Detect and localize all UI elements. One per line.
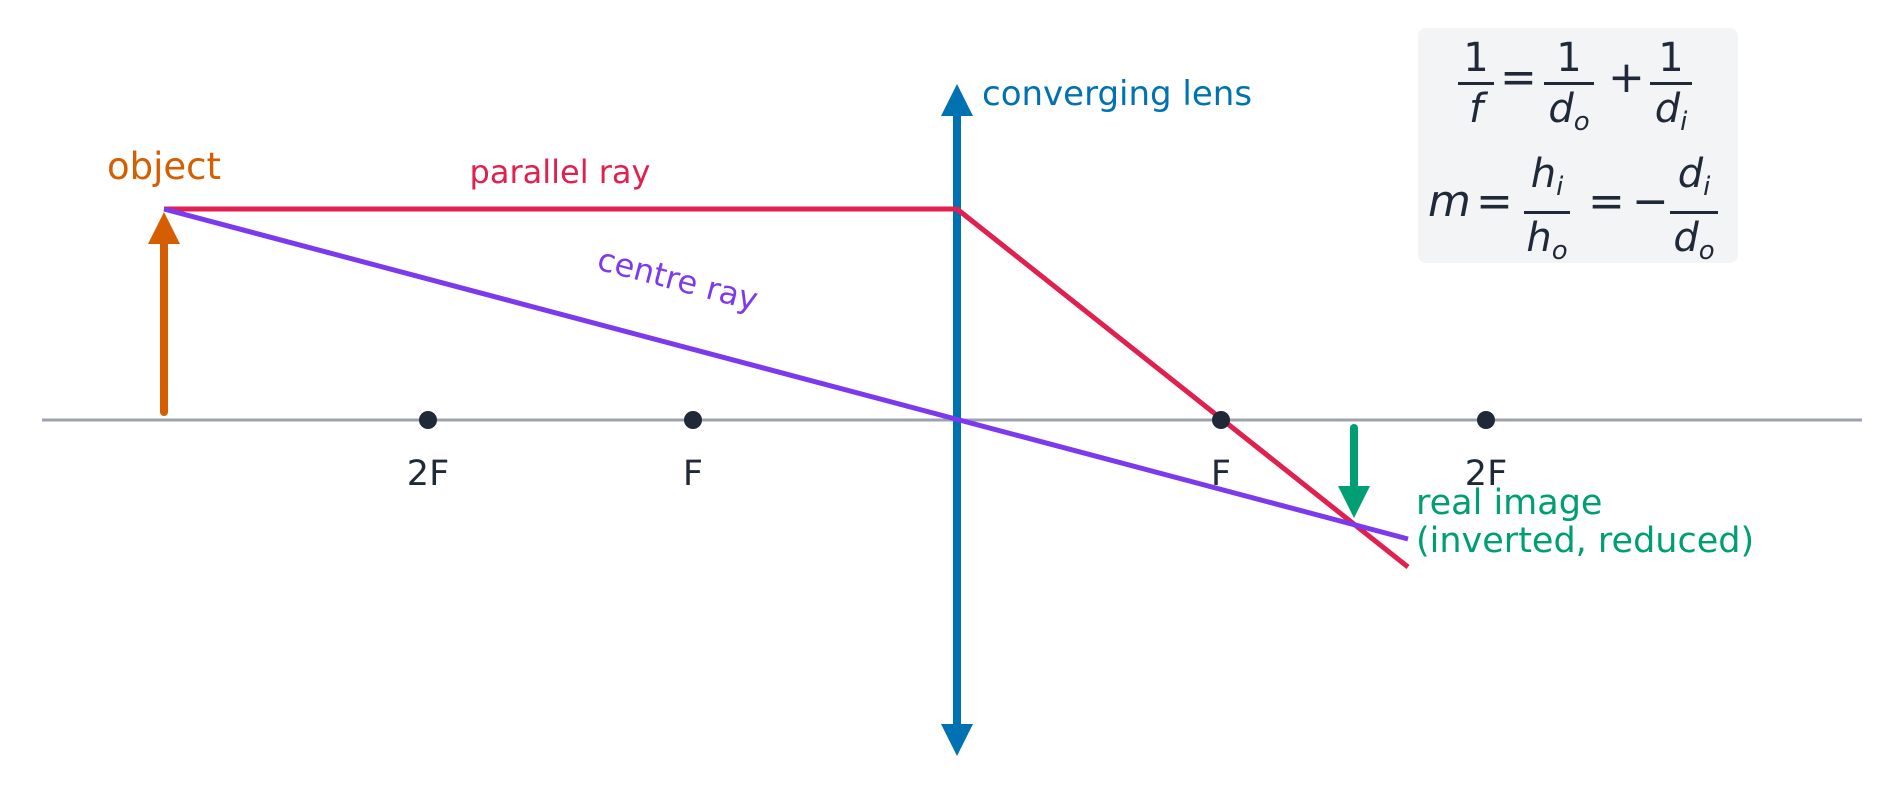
object-label: object <box>107 145 221 188</box>
lens-eq-term1-num: 1 <box>1556 35 1582 81</box>
right-2f-point <box>1477 411 1495 429</box>
left-f-label: F <box>683 454 703 494</box>
right-f-label: F <box>1211 454 1231 494</box>
mag-eq-minus: − <box>1632 176 1669 227</box>
lens-eq-plus: + <box>1608 52 1645 103</box>
mag-eq-distance-den-var: d <box>1673 215 1699 261</box>
mag-eq-height-num-var: h <box>1530 151 1557 197</box>
mag-eq-equals2: = <box>1588 176 1625 227</box>
mag-eq-height-den-sub: o <box>1551 236 1568 266</box>
lens-eq-term2-num: 1 <box>1658 35 1684 81</box>
lens-eq-term1-fraction: 1 do <box>1544 36 1594 144</box>
centre-ray <box>163 206 1409 542</box>
right-2f-label: 2F <box>1465 454 1507 494</box>
parallel-ray <box>164 206 1410 569</box>
lens-label: converging lens <box>982 74 1252 114</box>
lens-eq-equals: = <box>1500 52 1537 103</box>
lens-eq-term2-fraction: 1 di <box>1650 36 1692 144</box>
mag-eq-distance-den-sub: o <box>1698 236 1715 266</box>
parallel-ray-label: parallel ray <box>470 153 651 191</box>
lens-eq-lhs-num: 1 <box>1463 35 1489 81</box>
lens-eq-term1-den-var: d <box>1548 86 1574 132</box>
left-f-point <box>684 411 702 429</box>
mag-eq-distance-fraction: di do <box>1670 152 1718 273</box>
left-2f-label: 2F <box>407 454 449 494</box>
lens-eq-term2-den-var: d <box>1654 86 1681 132</box>
right-f-point <box>1212 411 1230 429</box>
mag-eq-height-num-sub: i <box>1556 172 1564 202</box>
image-label-line2: (inverted, reduced) <box>1416 521 1754 561</box>
lens-eq-lhs-den: f <box>1468 86 1484 132</box>
mag-eq-equals1: = <box>1476 176 1513 227</box>
left-2f-point <box>419 411 437 429</box>
mag-eq-height-fraction: hi ho <box>1524 152 1570 273</box>
lens-eq-term2-den-sub: i <box>1680 107 1688 137</box>
lens-eq-term1-den-sub: o <box>1573 107 1590 137</box>
centre-ray-label: centre ray <box>594 240 762 319</box>
mag-eq-height-den-var: h <box>1526 215 1552 261</box>
mag-eq-lhs: m <box>1428 176 1471 227</box>
formula-box <box>1418 28 1738 263</box>
mag-eq-distance-num-var: d <box>1677 151 1704 197</box>
mag-eq-distance-num-sub: i <box>1703 172 1711 202</box>
lens-eq-lhs-fraction: 1 f <box>1458 36 1494 131</box>
image-label-line1: real image <box>1416 483 1602 523</box>
